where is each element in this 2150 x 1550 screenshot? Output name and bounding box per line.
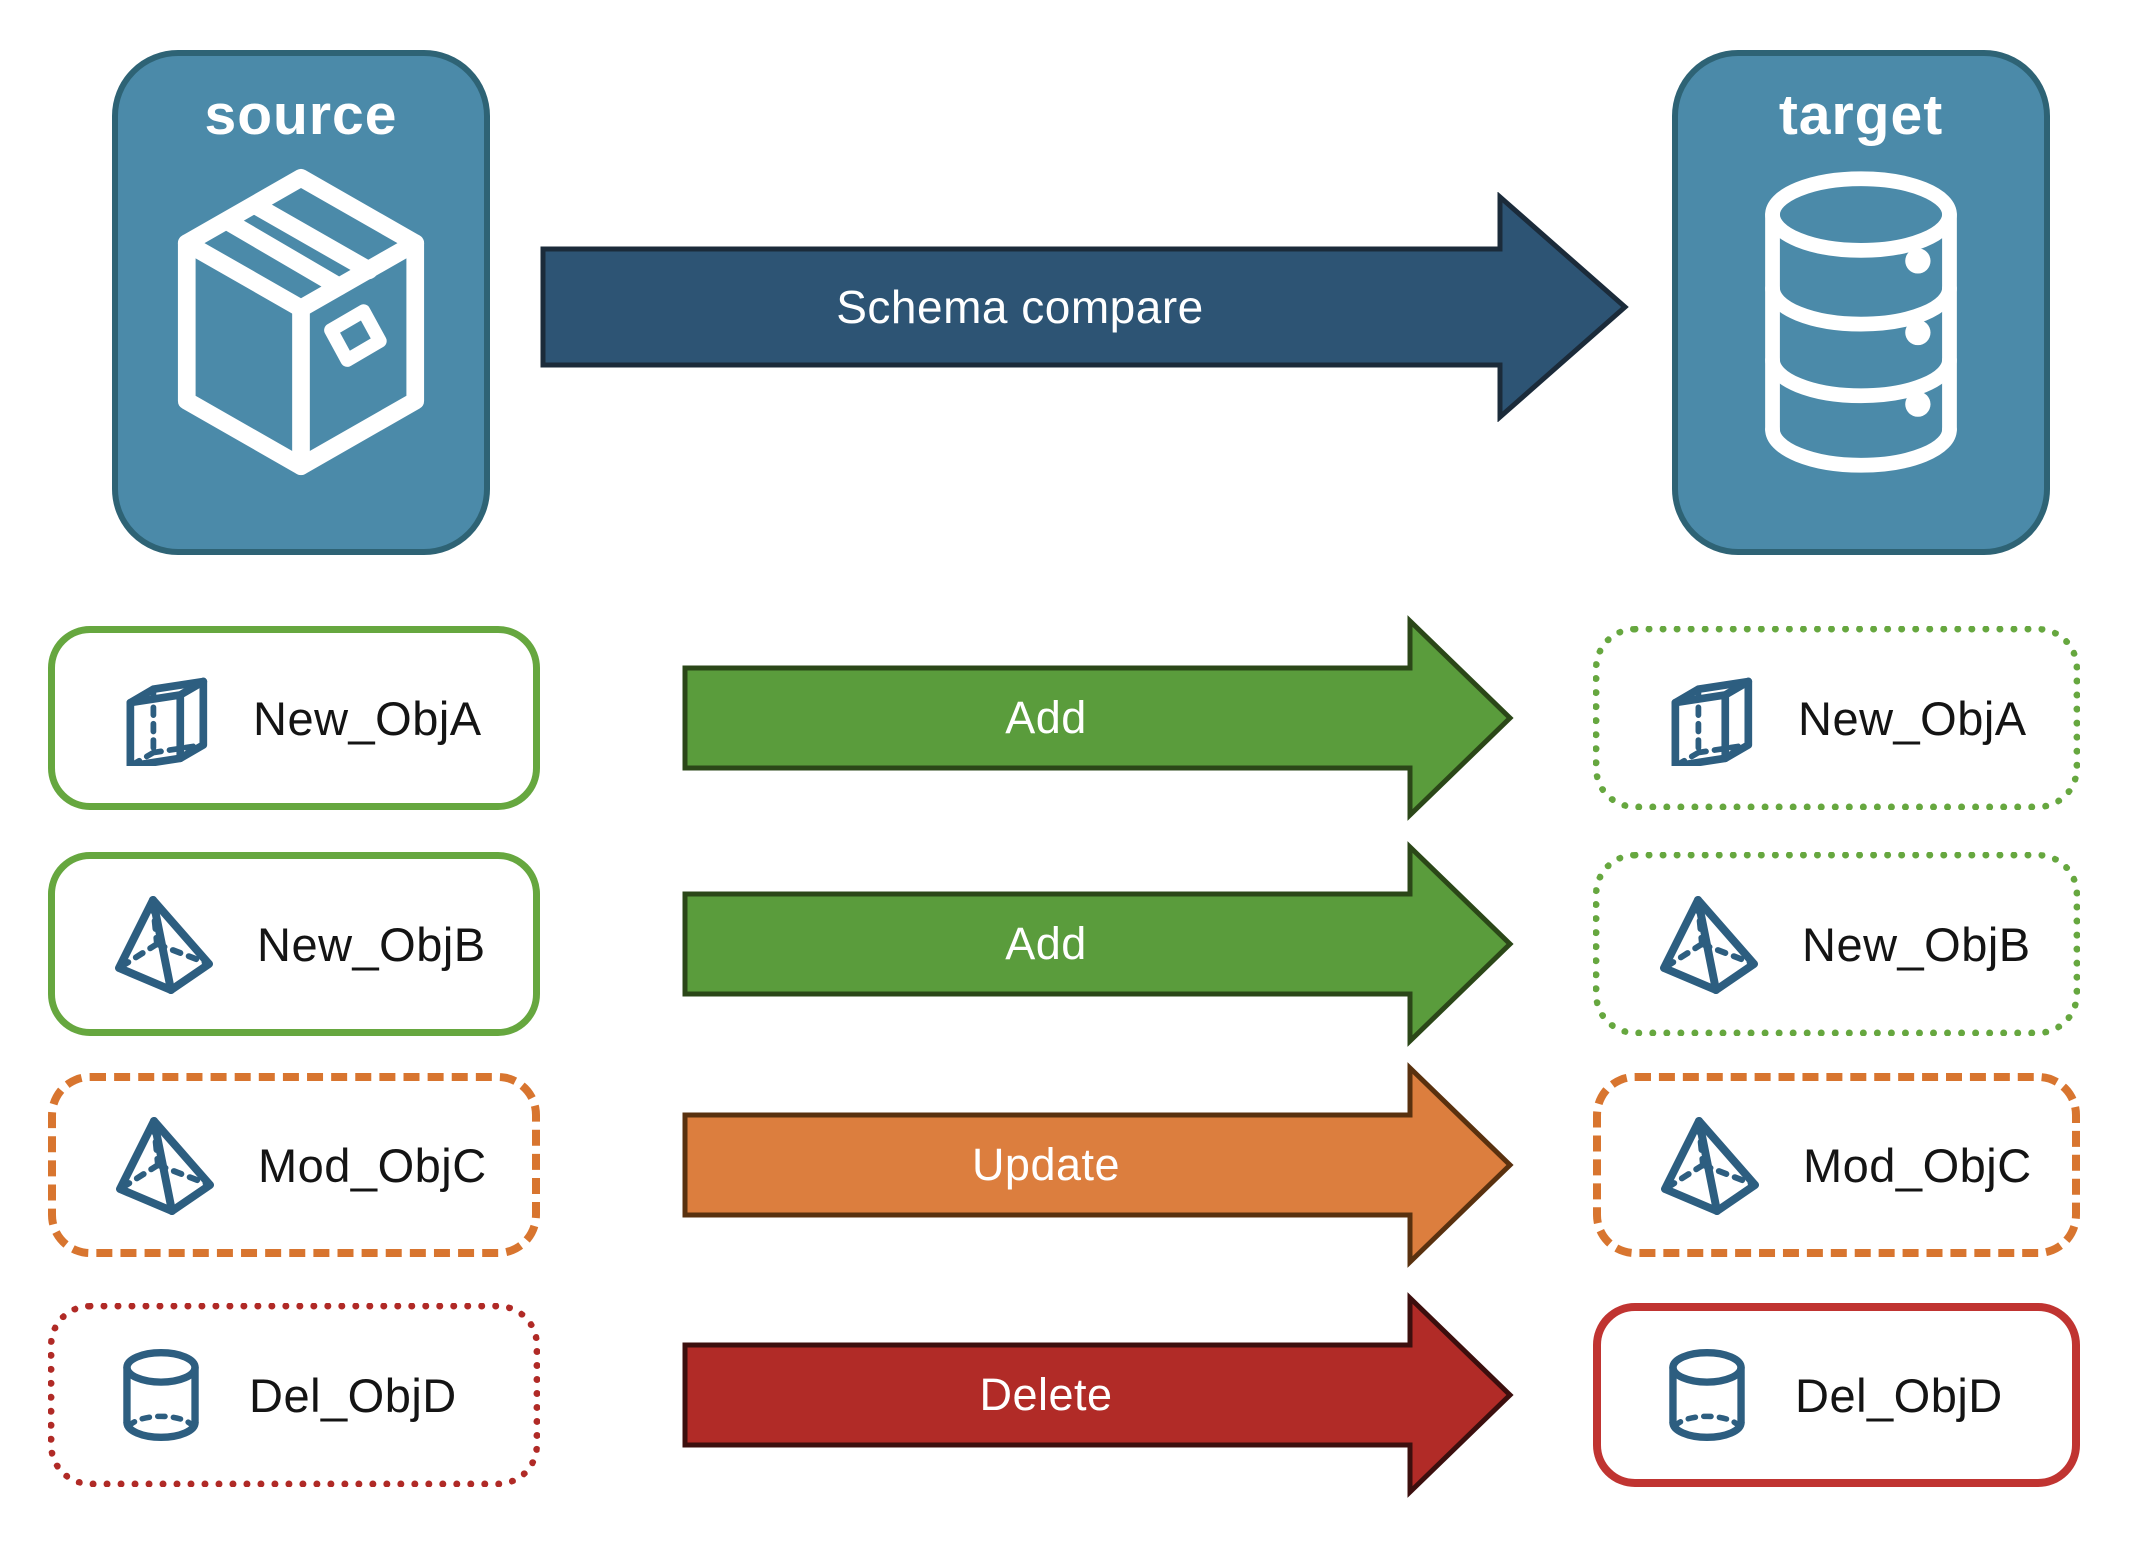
object-label: New_ObjB	[257, 917, 486, 971]
add-arrow	[682, 841, 1514, 1047]
database-icon	[1765, 171, 1957, 473]
object-label: Mod_ObjC	[1803, 1138, 2032, 1192]
source-object-card-new-obja: New_ObjA	[48, 626, 540, 810]
target-object-card-new-obja: New_ObjA	[1593, 626, 2080, 810]
schema-compare-label: Schema compare	[836, 281, 1204, 333]
pyramid-icon	[116, 1117, 214, 1215]
pyramid-icon	[115, 896, 213, 994]
source-object-card-del-objd: Del_ObjD	[48, 1303, 540, 1487]
cylinder-icon	[1669, 1349, 1745, 1441]
schema-compare-arrow	[540, 192, 1629, 422]
object-label: New_ObjB	[1802, 917, 2031, 971]
update-arrow	[682, 1062, 1514, 1268]
cube-icon	[126, 677, 208, 766]
object-label: Del_ObjD	[1795, 1368, 2003, 1422]
object-label: Del_ObjD	[249, 1368, 457, 1422]
add-arrow-label: Add	[1005, 918, 1087, 969]
package-box-icon	[177, 169, 425, 476]
target-object-card-mod-objc: Mod_ObjC	[1593, 1073, 2080, 1257]
source-entity-box: source	[112, 50, 490, 555]
source-object-card-new-objb: New_ObjB	[48, 852, 540, 1036]
object-label: New_ObjA	[253, 691, 482, 745]
delete-arrow	[682, 1292, 1514, 1498]
pyramid-icon	[1660, 896, 1758, 994]
delete-arrow-label: Delete	[979, 1369, 1113, 1420]
target-title: target	[1778, 83, 1944, 147]
object-label: New_ObjA	[1798, 691, 2027, 745]
source-title: source	[204, 83, 398, 147]
add-arrow	[682, 615, 1514, 821]
pyramid-icon	[1661, 1117, 1759, 1215]
add-arrow-label: Add	[1005, 692, 1087, 743]
object-label: Mod_ObjC	[258, 1138, 487, 1192]
cylinder-icon	[123, 1349, 199, 1441]
update-arrow-label: Update	[971, 1139, 1121, 1190]
target-object-card-new-objb: New_ObjB	[1593, 852, 2080, 1036]
cube-icon	[1671, 677, 1753, 766]
target-object-card-del-objd: Del_ObjD	[1593, 1303, 2080, 1487]
source-object-card-mod-objc: Mod_ObjC	[48, 1073, 540, 1257]
target-entity-box: target	[1672, 50, 2050, 555]
